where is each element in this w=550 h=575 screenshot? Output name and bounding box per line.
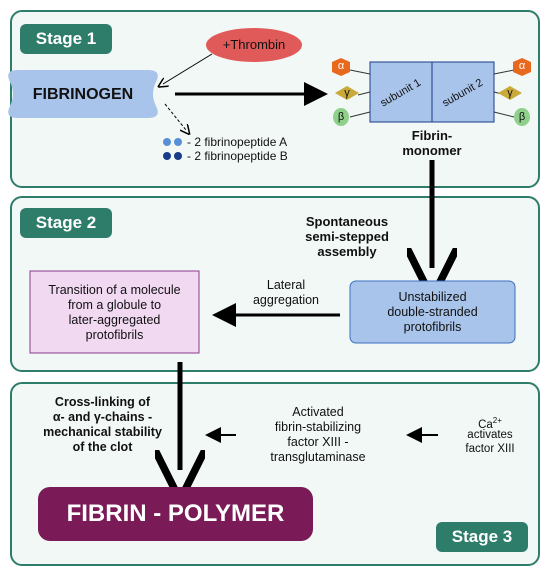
- gamma-label-left: γ: [344, 87, 350, 99]
- beta-chain-left: [333, 108, 349, 126]
- alpha-chain-right: [513, 58, 531, 76]
- polymer-label: FIBRIN - POLYMER: [66, 500, 285, 527]
- assembly-label-3: assembly: [317, 244, 377, 259]
- alpha-label-left: α: [337, 60, 345, 72]
- thrombin-label: +Thrombin: [222, 37, 286, 52]
- transition-box: [29, 270, 200, 354]
- crosslink-label-3: mechanical stability: [43, 425, 162, 439]
- lateral-label-1: Lateral: [266, 278, 306, 292]
- transition-label-1: Transition of a molecule: [48, 283, 181, 297]
- crosslink-label-1: Cross-linking of: [54, 395, 151, 409]
- gamma-label-right: γ: [507, 87, 513, 99]
- peptide-b-label: - 2 fibrinopeptide B: [187, 149, 288, 163]
- beta-label-right: β: [518, 111, 526, 123]
- beta-label-left: β: [337, 111, 345, 123]
- ca-base: Ca: [478, 418, 493, 431]
- protofibrils-box: [349, 280, 516, 344]
- peptide-a-dot: [174, 138, 182, 146]
- factor-label-4: transglutaminase: [270, 450, 366, 464]
- thrombin-arrow: [163, 53, 213, 84]
- ca-sup: 2+: [492, 416, 502, 425]
- alpha-chain-left: [332, 58, 350, 76]
- peptide-a-label: - 2 fibrinopeptide A: [187, 135, 288, 149]
- lateral-label-2: aggregation: [252, 293, 320, 307]
- stage2-tag: Stage 2: [20, 208, 112, 238]
- transition-label-3: later-aggregated: [68, 313, 161, 327]
- peptide-b-dot: [174, 152, 182, 160]
- ca-label: Ca2+: [455, 413, 525, 433]
- assembly-label-2: semi-stepped: [305, 229, 389, 244]
- transition-label-2: from a globule to: [67, 298, 162, 312]
- peptide-arrow: [164, 103, 186, 130]
- protofibrils-label-1: Unstabilized: [398, 290, 467, 304]
- fibrinogen-shape: [8, 70, 158, 118]
- crosslink-label-4: of the clot: [72, 440, 133, 454]
- fibrinogen-label: FIBRINOGEN: [32, 86, 134, 103]
- protofibrils-label-2: double-stranded: [387, 305, 478, 319]
- stage3-tag: Stage 3: [436, 522, 528, 552]
- polymer-box: [38, 487, 313, 541]
- monomer-label-2: monomer: [402, 143, 462, 158]
- factor-label-2: fibrin-stabilizing: [274, 420, 362, 434]
- gamma-chain-left: [335, 86, 359, 100]
- thrombin-ellipse: [206, 28, 302, 62]
- factor-label-3: factor XIII -: [287, 435, 349, 449]
- gamma-chain-right: [498, 86, 522, 100]
- protofibrils-label-3: protofibrils: [403, 320, 462, 334]
- factor-label-1: Activated: [292, 405, 344, 419]
- ca-line3: factor XIII: [465, 443, 515, 455]
- peptide-a-dot: [163, 138, 171, 146]
- assembly-label-1: Spontaneous: [305, 214, 389, 229]
- crosslink-label-2: α- and γ-chains -: [52, 410, 153, 424]
- peptide-b-dot: [163, 152, 171, 160]
- transition-label-4: protofibrils: [85, 328, 144, 342]
- beta-chain-right: [514, 108, 530, 126]
- ca-line2: activates: [467, 429, 513, 441]
- stage1-tag: Stage 1: [20, 24, 112, 54]
- alpha-label-right: α: [518, 60, 526, 72]
- monomer-label-1: Fibrin-: [411, 128, 453, 143]
